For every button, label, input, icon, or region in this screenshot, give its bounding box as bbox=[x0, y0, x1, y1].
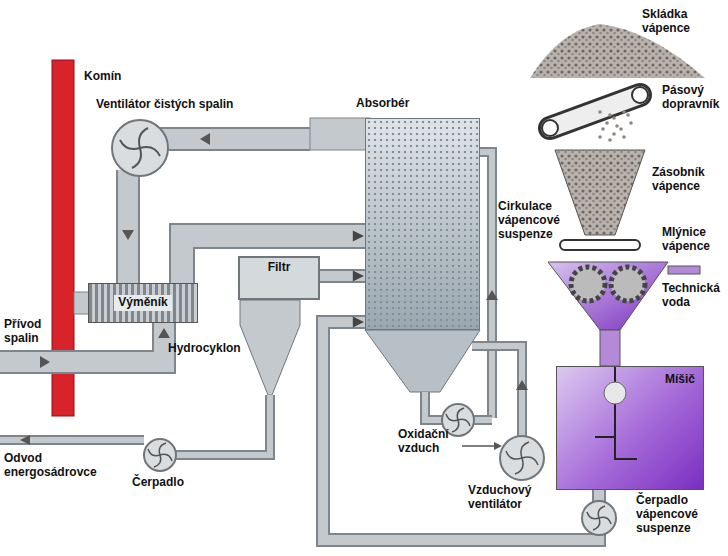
pump-blades bbox=[446, 408, 470, 432]
air-pipe-fill bbox=[472, 346, 522, 436]
node-label: Míšič bbox=[557, 373, 695, 387]
chimney-label: Komín bbox=[84, 70, 121, 84]
lime-suspension-pump bbox=[582, 501, 616, 535]
hydrocyclone-label: Hydrocyklon bbox=[168, 342, 241, 356]
air-fan bbox=[500, 436, 544, 480]
flow-arrow bbox=[516, 380, 528, 390]
mill-outlet bbox=[600, 330, 620, 366]
flow-arrow bbox=[20, 435, 30, 445]
flow-arrow bbox=[494, 442, 502, 450]
pipe bbox=[320, 271, 365, 281]
air-line bbox=[462, 445, 496, 447]
circulation-label: Cirkulace vápencové suspenze bbox=[498, 200, 572, 241]
flow-arrow bbox=[158, 328, 170, 338]
water-label: Technická voda bbox=[662, 282, 726, 310]
filter-box: Filtr bbox=[238, 256, 320, 300]
fan-blades bbox=[120, 128, 160, 168]
hydrocyclone bbox=[240, 300, 300, 395]
roller bbox=[632, 87, 648, 103]
mill-gear bbox=[611, 267, 645, 301]
clean-gas-fan bbox=[112, 120, 168, 176]
pump-blades bbox=[148, 443, 172, 467]
limestone-hopper bbox=[555, 150, 645, 235]
belt-conveyor-inner bbox=[550, 95, 640, 128]
arrow-head bbox=[353, 270, 364, 281]
feeder-belt bbox=[560, 240, 640, 250]
arrow-head bbox=[353, 230, 364, 241]
flow-arrow bbox=[486, 290, 498, 300]
gypsum-pipe bbox=[0, 395, 270, 455]
air-label: Oxidační vzduch bbox=[398, 428, 458, 456]
mill-label: Mlýnice vápence bbox=[662, 226, 726, 254]
node-label: Výměník bbox=[114, 295, 171, 311]
falling-limestone bbox=[598, 110, 633, 142]
conveyor-label: Pásový dopravník bbox=[662, 84, 724, 112]
mill-gear bbox=[571, 267, 605, 301]
inlet-label: Přívod spalin bbox=[4, 318, 64, 346]
absorber-outlet bbox=[310, 118, 370, 150]
lime-pump-label: Čerpadlo vápencové suspenze bbox=[636, 494, 720, 535]
heap-label: Skládka vápence bbox=[642, 8, 722, 36]
mill-housing bbox=[548, 262, 668, 330]
belt-conveyor bbox=[550, 95, 640, 128]
mixing-tank: Míšič bbox=[556, 366, 704, 490]
fan-blades bbox=[506, 442, 538, 474]
water-inlet bbox=[668, 266, 700, 274]
roller bbox=[542, 120, 558, 136]
node-label: Absorbér bbox=[356, 97, 409, 111]
rotary-heat-exchanger: Výměník bbox=[88, 283, 198, 323]
air-fan-label: Vzduchový ventilátor bbox=[468, 484, 552, 512]
absorber-tower: Absorbér bbox=[365, 118, 480, 330]
absorber-sump bbox=[365, 330, 480, 392]
node-label: Filtr bbox=[240, 261, 318, 275]
pump-label: Čerpadlo bbox=[132, 476, 184, 490]
pipe-connector bbox=[320, 270, 365, 281]
pipe bbox=[320, 269, 365, 283]
gypsum-pipe-fill bbox=[0, 395, 270, 455]
arrow-head bbox=[353, 316, 364, 327]
hopper-label: Zásobník vápence bbox=[652, 166, 722, 194]
air-pipe bbox=[472, 346, 522, 436]
gypsum-outlet-label: Odvod energosádrovce bbox=[4, 452, 108, 480]
flow-arrow bbox=[40, 356, 50, 368]
flow-arrow bbox=[200, 133, 210, 145]
flow-arrow bbox=[122, 230, 134, 240]
fan-label: Ventilátor čistých spalin bbox=[96, 98, 233, 112]
gypsum-pump bbox=[144, 439, 176, 471]
